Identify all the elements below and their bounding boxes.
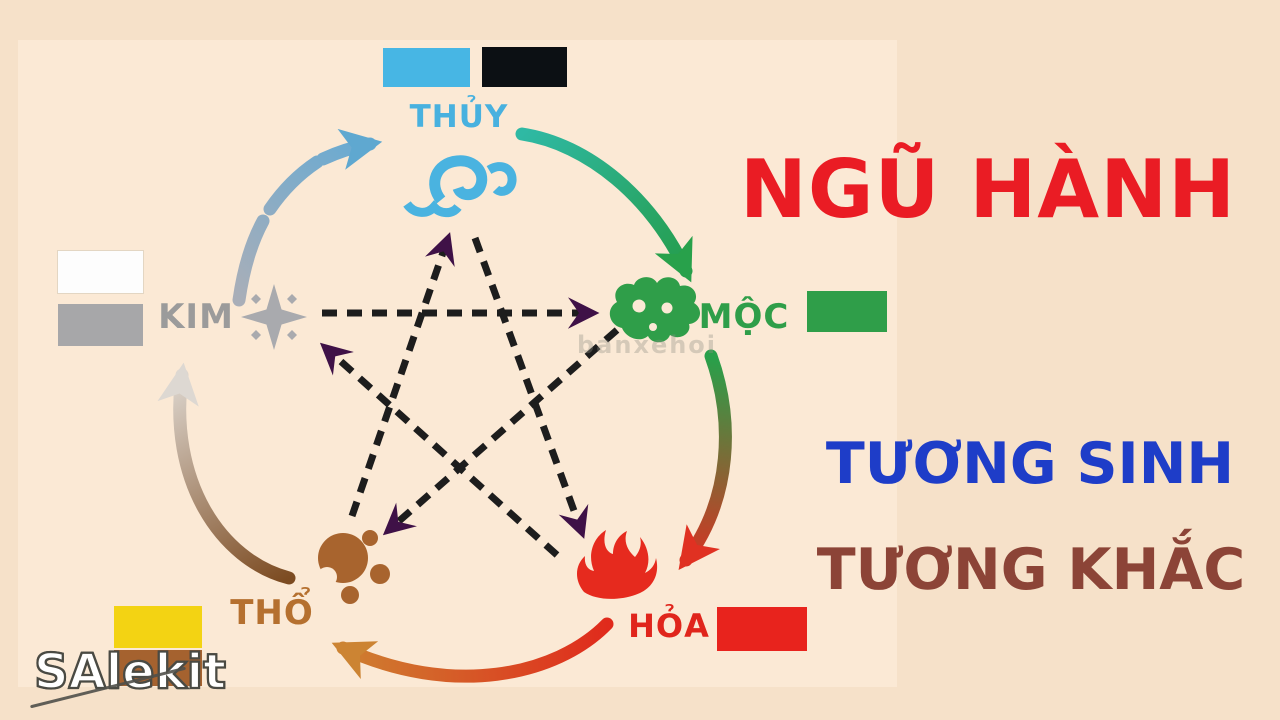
wood-color-swatch-green [807,291,887,332]
element-label-hoa: HỎA [628,607,710,645]
sinh-arrow-moc-to-hoa [678,349,732,571]
sinh-arrow-hoa-to-tho [331,617,614,683]
salekit-watermark: SAlekit [33,644,227,700]
khac-arrow-tho-to-thuy [348,232,455,518]
sinh-arrow-tho-to-kim [157,362,296,585]
element-label-thuy: THỦY [409,99,509,135]
khac-arrow-moc-to-tho [382,327,620,536]
generating-cycle-label: TƯƠNG SINH [825,431,1235,497]
faint-watermark: banxehoi [577,331,718,359]
metal-icon [241,284,307,350]
wood-icon [609,277,701,343]
sinh-arrows [157,127,732,683]
element-label-kim: KIM [158,297,234,337]
fire-icon [576,530,658,599]
water-color-swatch-black [482,47,567,87]
khac-arrow-hoa-to-kim [319,342,560,558]
khac-arrow-thuy-to-hoa [471,236,589,539]
sinh-arrow-thuy-to-moc [515,127,693,283]
water-color-swatch-blue [383,48,470,87]
water-icon [403,155,517,218]
element-label-moc: MỘC [698,297,790,337]
element-label-tho: THỔ [230,593,314,633]
overcoming-cycle-label: TƯƠNG KHẮC [816,537,1246,603]
sinh-arrow-kim-to-thuy [232,128,383,307]
khac-arrows [319,232,620,558]
poster-title: NGŨ HÀNH [739,143,1237,236]
earth-color-swatch-yellow [114,606,202,648]
metal-color-swatch-gray [58,304,143,346]
earth-icon [317,530,390,604]
metal-color-swatch-white [58,251,143,293]
fire-color-swatch-red [717,607,807,651]
